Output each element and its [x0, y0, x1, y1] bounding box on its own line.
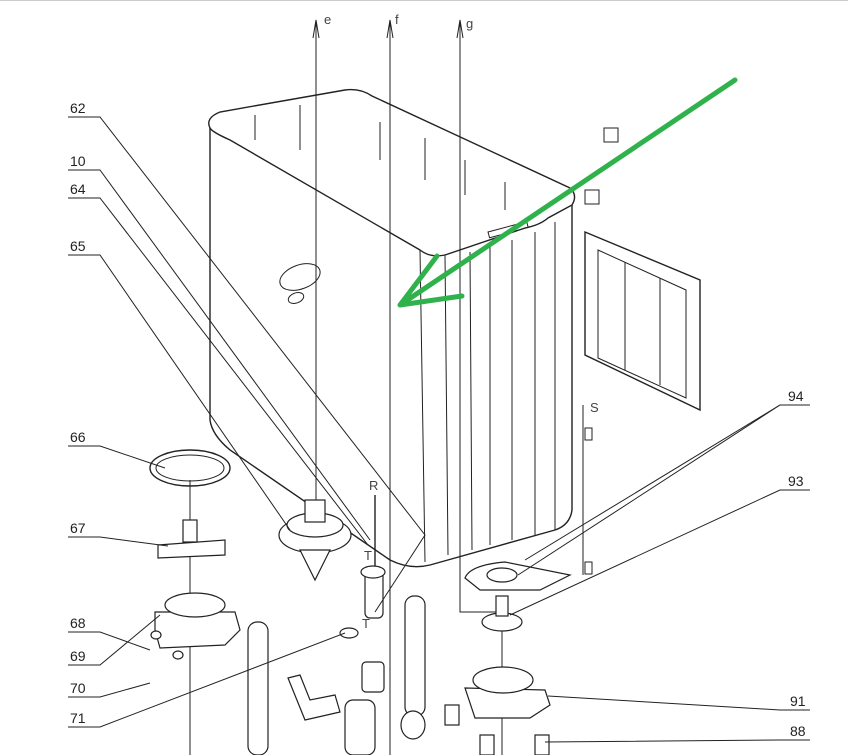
axis-label-s: S	[590, 400, 599, 415]
axis-line-f: f	[386, 12, 399, 755]
axis-label-t2: T	[362, 616, 370, 631]
callouts-right: 94 93 91 88	[788, 388, 806, 739]
side-panel	[584, 127, 701, 412]
leader-lines	[68, 116, 810, 743]
green-arrow-annotation	[397, 77, 738, 308]
axis-label-t1: T	[364, 548, 372, 563]
callouts-left: 62 10 64 65 66 67 68 69 70 71	[70, 100, 86, 726]
callout-94: 94	[788, 388, 804, 404]
callout-68: 68	[70, 615, 86, 631]
callout-88: 88	[790, 723, 806, 739]
callout-91: 91	[790, 693, 806, 709]
axis-label-g: g	[466, 16, 473, 31]
callout-71: 71	[70, 710, 86, 726]
axis-label-e: e	[324, 12, 331, 27]
pulley-fan	[157, 519, 226, 559]
callout-10: 10	[70, 153, 86, 169]
axis-label-r: R	[369, 478, 378, 493]
hoses	[247, 565, 495, 755]
axis-line-e: e	[312, 12, 331, 520]
motor-right	[464, 561, 572, 755]
washer-tub	[208, 88, 576, 568]
callout-93: 93	[788, 473, 804, 489]
callout-64: 64	[70, 181, 86, 197]
top-border	[0, 0, 848, 1]
axis-line-g: g	[456, 16, 503, 755]
motor-left	[150, 592, 241, 660]
axis-label-f: f	[395, 12, 399, 27]
callout-66: 66	[70, 429, 86, 445]
callout-65: 65	[70, 238, 86, 254]
callout-67: 67	[70, 520, 86, 536]
callout-70: 70	[70, 680, 86, 696]
callout-62: 62	[70, 100, 86, 116]
callout-69: 69	[70, 648, 86, 664]
belt-inner	[155, 454, 225, 482]
rod-s: S	[582, 400, 599, 575]
clutch-assembly	[278, 499, 352, 582]
